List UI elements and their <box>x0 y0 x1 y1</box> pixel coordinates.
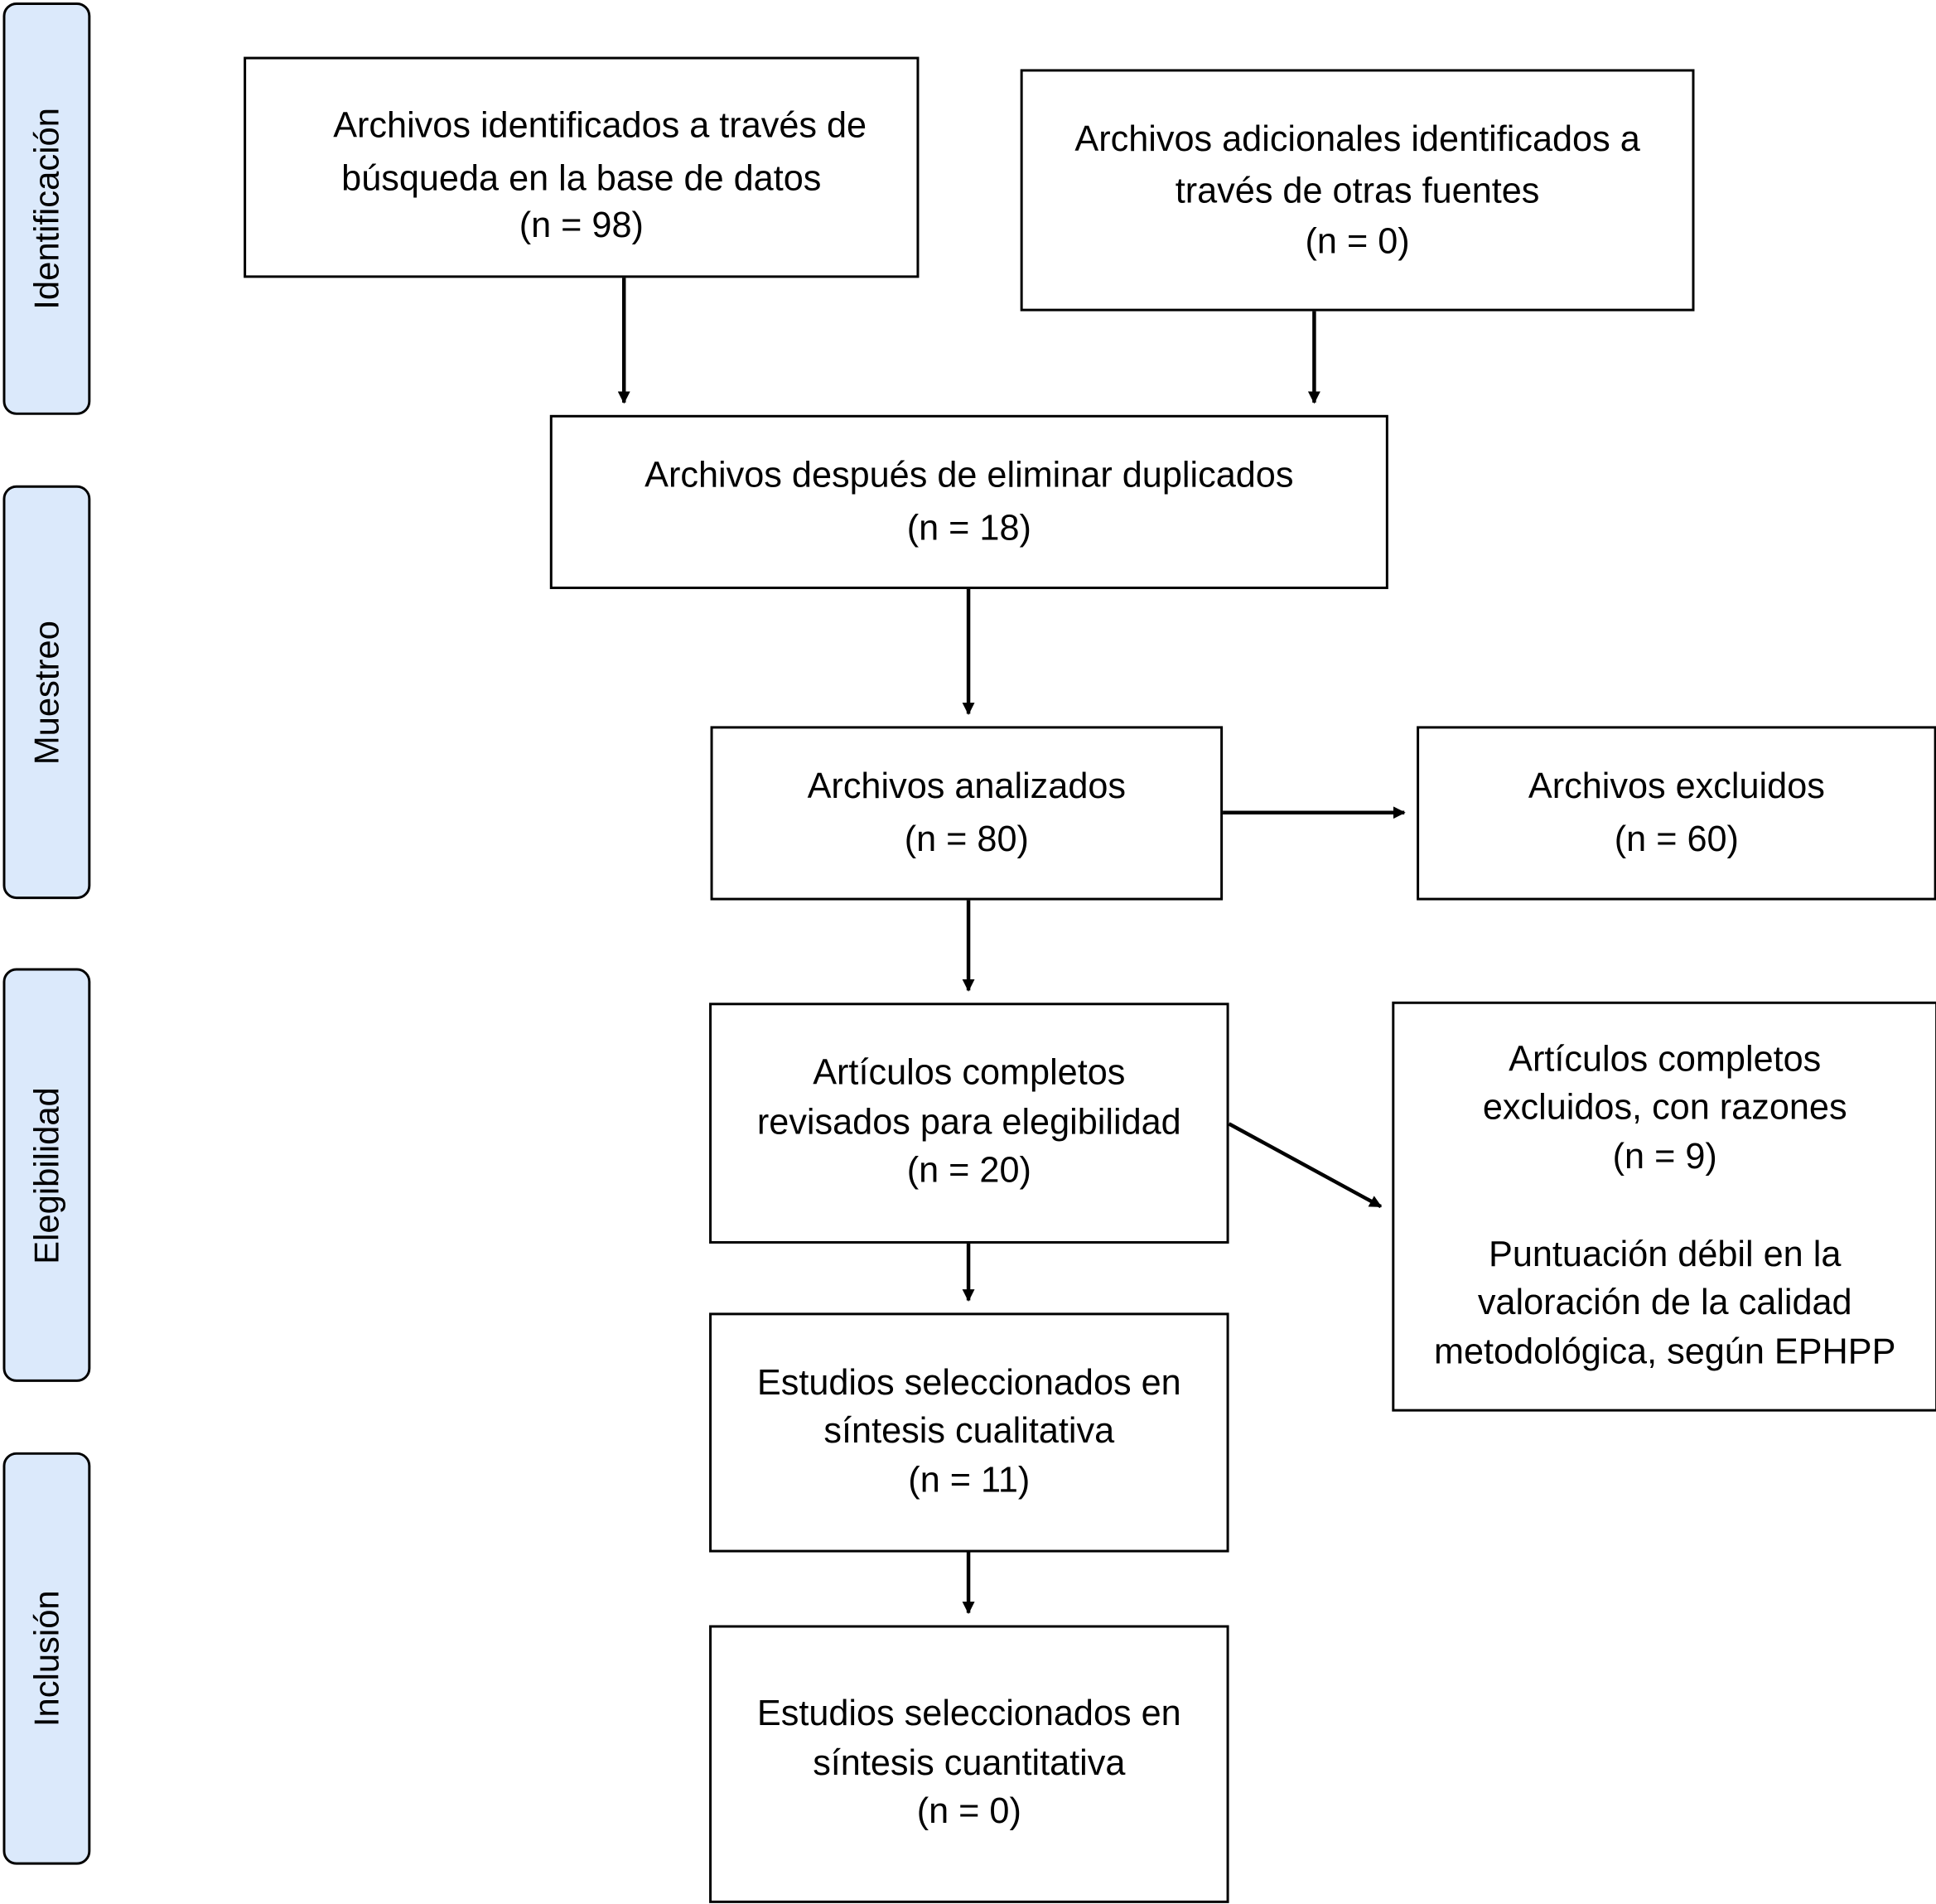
phase-muestreo: Muestreo <box>2 485 91 900</box>
box-deduplicated: Archivos después de eliminar duplicados … <box>549 414 1388 589</box>
box-quantitative-line-2: síntesis cuantitativa <box>813 1743 1126 1783</box>
box-other-sources-line-1: Archivos adicionales identificados a <box>1074 119 1640 160</box>
box-fulltext-line-1: Artículos completos <box>813 1053 1126 1094</box>
box-qualitative-line-1: Estudios seleccionados en <box>756 1363 1181 1403</box>
box-analyzed-count: (n = 80) <box>904 819 1029 859</box>
arrow-fulltext-to-excluded <box>1228 1122 1383 1209</box>
box-fulltext-line-2: revisados para elegibilidad <box>756 1102 1181 1143</box>
box-db-search-count: (n = 98) <box>519 205 644 246</box>
box-db-search: Archivos identificados a través de búsqu… <box>244 56 920 278</box>
box-fulltext-excluded-reason-2: valoración de la calidad <box>1477 1283 1852 1323</box>
phase-elegibilidad: Elegibilidad <box>2 968 91 1382</box>
box-excluded-count: (n = 60) <box>1614 819 1739 859</box>
phase-inclusion: Inclusión <box>2 1452 91 1865</box>
box-fulltext-excluded-line-1: Artículos completos <box>1509 1039 1822 1080</box>
box-fulltext-excluded-reason-1: Puntuación débil en la <box>1489 1235 1842 1275</box>
box-fulltext: Artículos completos revisados para elegi… <box>709 1003 1229 1244</box>
box-analyzed: Archivos analizados (n = 80) <box>710 726 1224 901</box>
box-other-sources-count: (n = 0) <box>1305 222 1410 262</box>
box-fulltext-excluded-count: (n = 9) <box>1612 1137 1717 1177</box>
box-qualitative-line-2: síntesis cualitativa <box>823 1412 1115 1452</box>
box-quantitative-line-1: Estudios seleccionados en <box>756 1694 1181 1735</box>
box-other-sources: Archivos adicionales identificados a tra… <box>1020 69 1695 312</box>
box-db-search-line-2: búsqueda en la base de datos <box>341 159 822 199</box>
box-fulltext-excluded-reason-3: metodológica, según EPHPP <box>1433 1332 1896 1372</box>
box-db-search-line-1: Archivos identificados a través de <box>333 106 867 146</box>
box-other-sources-line-2: través de otras fuentes <box>1175 172 1540 211</box>
box-analyzed-line-1: Archivos analizados <box>807 767 1127 807</box>
box-quantitative-count: (n = 0) <box>916 1792 1021 1832</box>
box-deduplicated-count: (n = 18) <box>906 508 1031 548</box>
box-fulltext-count: (n = 20) <box>906 1151 1031 1191</box>
box-deduplicated-line-1: Archivos después de eliminar duplicados <box>645 456 1294 496</box>
box-excluded-line-1: Archivos excluidos <box>1528 767 1825 807</box>
box-qualitative: Estudios seleccionados en síntesis cuali… <box>709 1312 1229 1553</box>
box-fulltext-excluded-line-2: excluidos, con razones <box>1482 1088 1847 1128</box>
box-fulltext-excluded: Artículos completos excluidos, con razon… <box>1392 1001 1936 1412</box>
box-quantitative: Estudios seleccionados en síntesis cuant… <box>709 1625 1229 1903</box>
box-excluded: Archivos excluidos (n = 60) <box>1417 726 1936 901</box>
box-qualitative-count: (n = 11) <box>908 1460 1031 1500</box>
phase-identificacion: Identificación <box>2 2 91 415</box>
